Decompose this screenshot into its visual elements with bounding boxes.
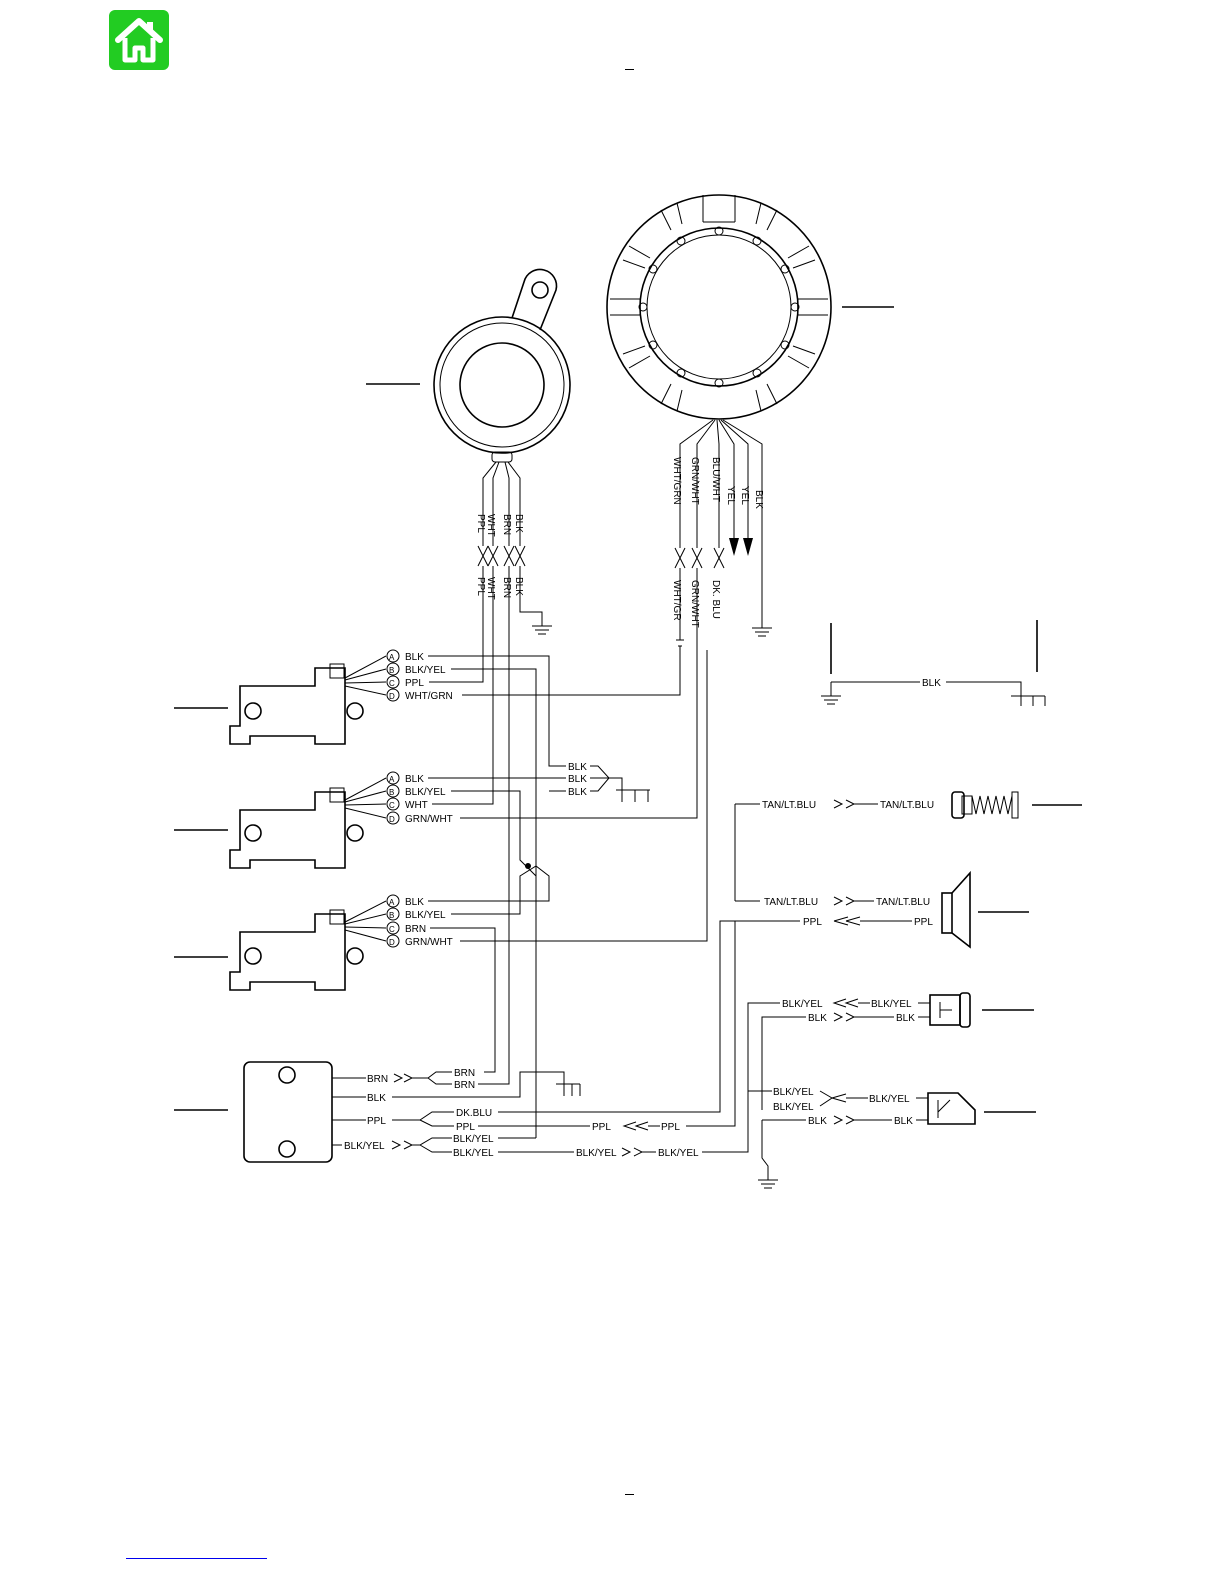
module-left-wire-2: BLK [367,1093,386,1104]
coil-3-pin-d: D [389,938,395,947]
coil-1-pin-a: A [389,653,395,662]
blkyel-run-2: BLK/YEL [658,1148,699,1159]
stop-wire-3: BLK [808,1013,827,1024]
coil-3-wire-d: GRN/WHT [405,937,453,948]
module-right-wire-2: BRN [454,1080,475,1091]
coil-ground-wire-2: BLK [568,774,587,785]
coil-1-pin-b: B [389,666,394,675]
temp-wire-2: TAN/LT.BLU [880,800,934,811]
stator-wire-6: BLK [753,490,764,509]
stator-wire-5: YEL [739,486,750,505]
stop-wire-2: BLK/YEL [871,999,912,1010]
stator-leads: WHT/GRN GRN/WHT BLU/WHT YEL YEL BLK WHT/… [671,419,772,647]
stator-mated-2: GRN/WHT [689,580,700,628]
key-wire-3: BLK/YEL [869,1094,910,1105]
stator-wire-4: YEL [725,486,736,505]
stop-wire-4: BLK [896,1013,915,1024]
horn-wire-3: PPL [803,917,822,928]
temp-sensor: TAN/LT.BLU TAN/LT.BLU [734,791,1082,901]
cdi-module: BRN BRN BRN BLK PPL DK.BLU PPL PPL PPL B… [174,566,749,1163]
coil-ground-splice: BLK BLK BLK [549,762,650,802]
ppl-run-1: PPL [592,1122,611,1133]
pickup-wire-4: BLK [513,514,524,533]
module-right-wire-1: BRN [454,1068,475,1079]
stator-mated-1: WHT/GR [671,580,682,621]
coil-ground-wire-1: BLK [568,762,587,773]
footer-dash [625,1494,634,1495]
coil-1-wire-a: BLK [405,652,424,663]
stop-button: BLK/YEL BLK/YEL BLK BLK [747,992,1034,1110]
ignition-coil-2 [174,787,364,869]
pickup-wire-1: PPL [475,514,486,533]
ignition-coil-3 [174,909,364,991]
coil-2-wire-b: BLK/YEL [405,787,446,798]
key-switch: BLK/YEL BLK/YEL BLK/YEL BLK BLK [748,1087,1036,1189]
module-left-wire-4: BLK/YEL [344,1141,385,1152]
coil-2-pin-b: B [389,788,394,797]
module-left-wire-1: BRN [367,1074,388,1085]
key-wire-1: BLK/YEL [773,1087,814,1098]
coil-ground-wire-3: BLK [568,787,587,798]
key-wire-2: BLK/YEL [773,1102,814,1113]
horn: TAN/LT.BLU TAN/LT.BLU PPL PPL [719,870,1029,1110]
horn-wire-4: PPL [914,917,933,928]
header-dash [625,69,634,70]
module-right-wire-6: BLK/YEL [453,1148,494,1159]
coil-1-pin-d: D [389,692,395,701]
pickup-leads: PPL WHT BRN BLK PPL WHT BRN BLK [475,461,552,635]
horn-wire-2: TAN/LT.BLU [876,897,930,908]
coil-2-pin-d: D [389,815,395,824]
pickup-mated-1: PPL [475,577,486,596]
coil-3-pin-a: A [389,898,395,907]
stator-wire-3: BLU/WHT [710,457,721,502]
home-icon [109,10,169,70]
module-right-wire-4: PPL [456,1122,475,1133]
coil-3-wiring: A B C D BLK BLK/YEL BRN GRN/WHT [344,650,708,1073]
home-button[interactable] [109,10,169,70]
coil-3-wire-a: BLK [405,897,424,908]
coil-2-wire-d: GRN/WHT [405,814,453,825]
bottom-link-underline[interactable] [126,1558,267,1559]
module-left-wire-3: PPL [367,1116,386,1127]
pickup-mated-4: BLK [513,577,524,596]
temp-wire-1: TAN/LT.BLU [762,800,816,811]
coil-2-pin-c: C [389,801,395,810]
coil-2-wire-c: WHT [405,800,428,811]
ppl-run-2: PPL [661,1122,680,1133]
coil-1-wiring: A B C D BLK BLK/YEL PPL WHT/GRN [344,566,681,1138]
pickup-mated-2: WHT [485,577,496,600]
coil-1-pin-c: C [389,679,395,688]
ground-strap: BLK [821,620,1046,706]
coil-1-wire-b: BLK/YEL [405,665,446,676]
coil-1-wire-d: WHT/GRN [405,691,453,702]
module-right-wire-5: BLK/YEL [453,1134,494,1145]
pickup-wire-3: BRN [501,514,512,535]
pickup-wire-2: WHT [485,514,496,537]
ground-strap-label: BLK [922,678,941,689]
stop-wire-1: BLK/YEL [782,999,823,1010]
stator-mated-3: DK. BLU [710,580,721,619]
stator-wire-2: GRN/WHT [689,457,700,505]
horn-wire-1: TAN/LT.BLU [764,897,818,908]
trigger-coil [366,268,571,463]
pickup-mated-3: BRN [501,577,512,598]
key-wire-4: BLK [808,1116,827,1127]
coil-3-pin-c: C [389,925,395,934]
module-right-wire-3: DK.BLU [456,1108,492,1119]
stator-wire-1: WHT/GRN [671,457,682,505]
coil-3-wire-c: BRN [405,924,426,935]
coil-1-wire-c: PPL [405,678,424,689]
blkyel-run-1: BLK/YEL [576,1148,617,1159]
coil-3-wire-b: BLK/YEL [405,910,446,921]
coil-2-wire-a: BLK [405,774,424,785]
coil-3-pin-b: B [389,911,394,920]
stator [606,194,894,420]
key-wire-5: BLK [894,1116,913,1127]
ignition-coil-1 [174,663,364,745]
coil-2-pin-a: A [389,775,395,784]
